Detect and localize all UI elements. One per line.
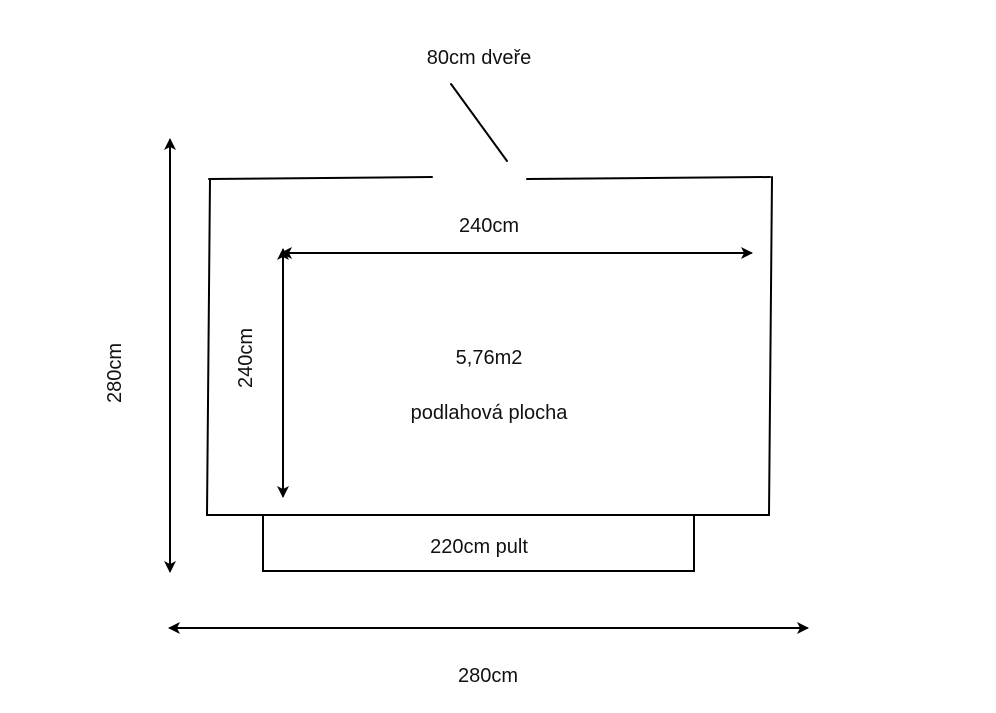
outer-width-label: 280cm (458, 665, 518, 687)
right-wall (768, 176, 773, 516)
inner-width-label: 240cm (459, 215, 519, 237)
area-caption-label: podlahová plocha (411, 402, 569, 424)
door-label: 80cm dveře (427, 47, 532, 69)
inner-height-label: 240cm (235, 328, 257, 388)
top-wall-left (208, 176, 433, 180)
outer-height-label: 280cm (104, 343, 126, 403)
left-wall (206, 178, 211, 516)
counter-label: 220cm pult (430, 536, 528, 558)
area-value-label: 5,76m2 (456, 347, 523, 369)
counter-outline (262, 514, 695, 572)
top-wall-right (526, 176, 771, 180)
door-pointer-line (450, 83, 508, 162)
